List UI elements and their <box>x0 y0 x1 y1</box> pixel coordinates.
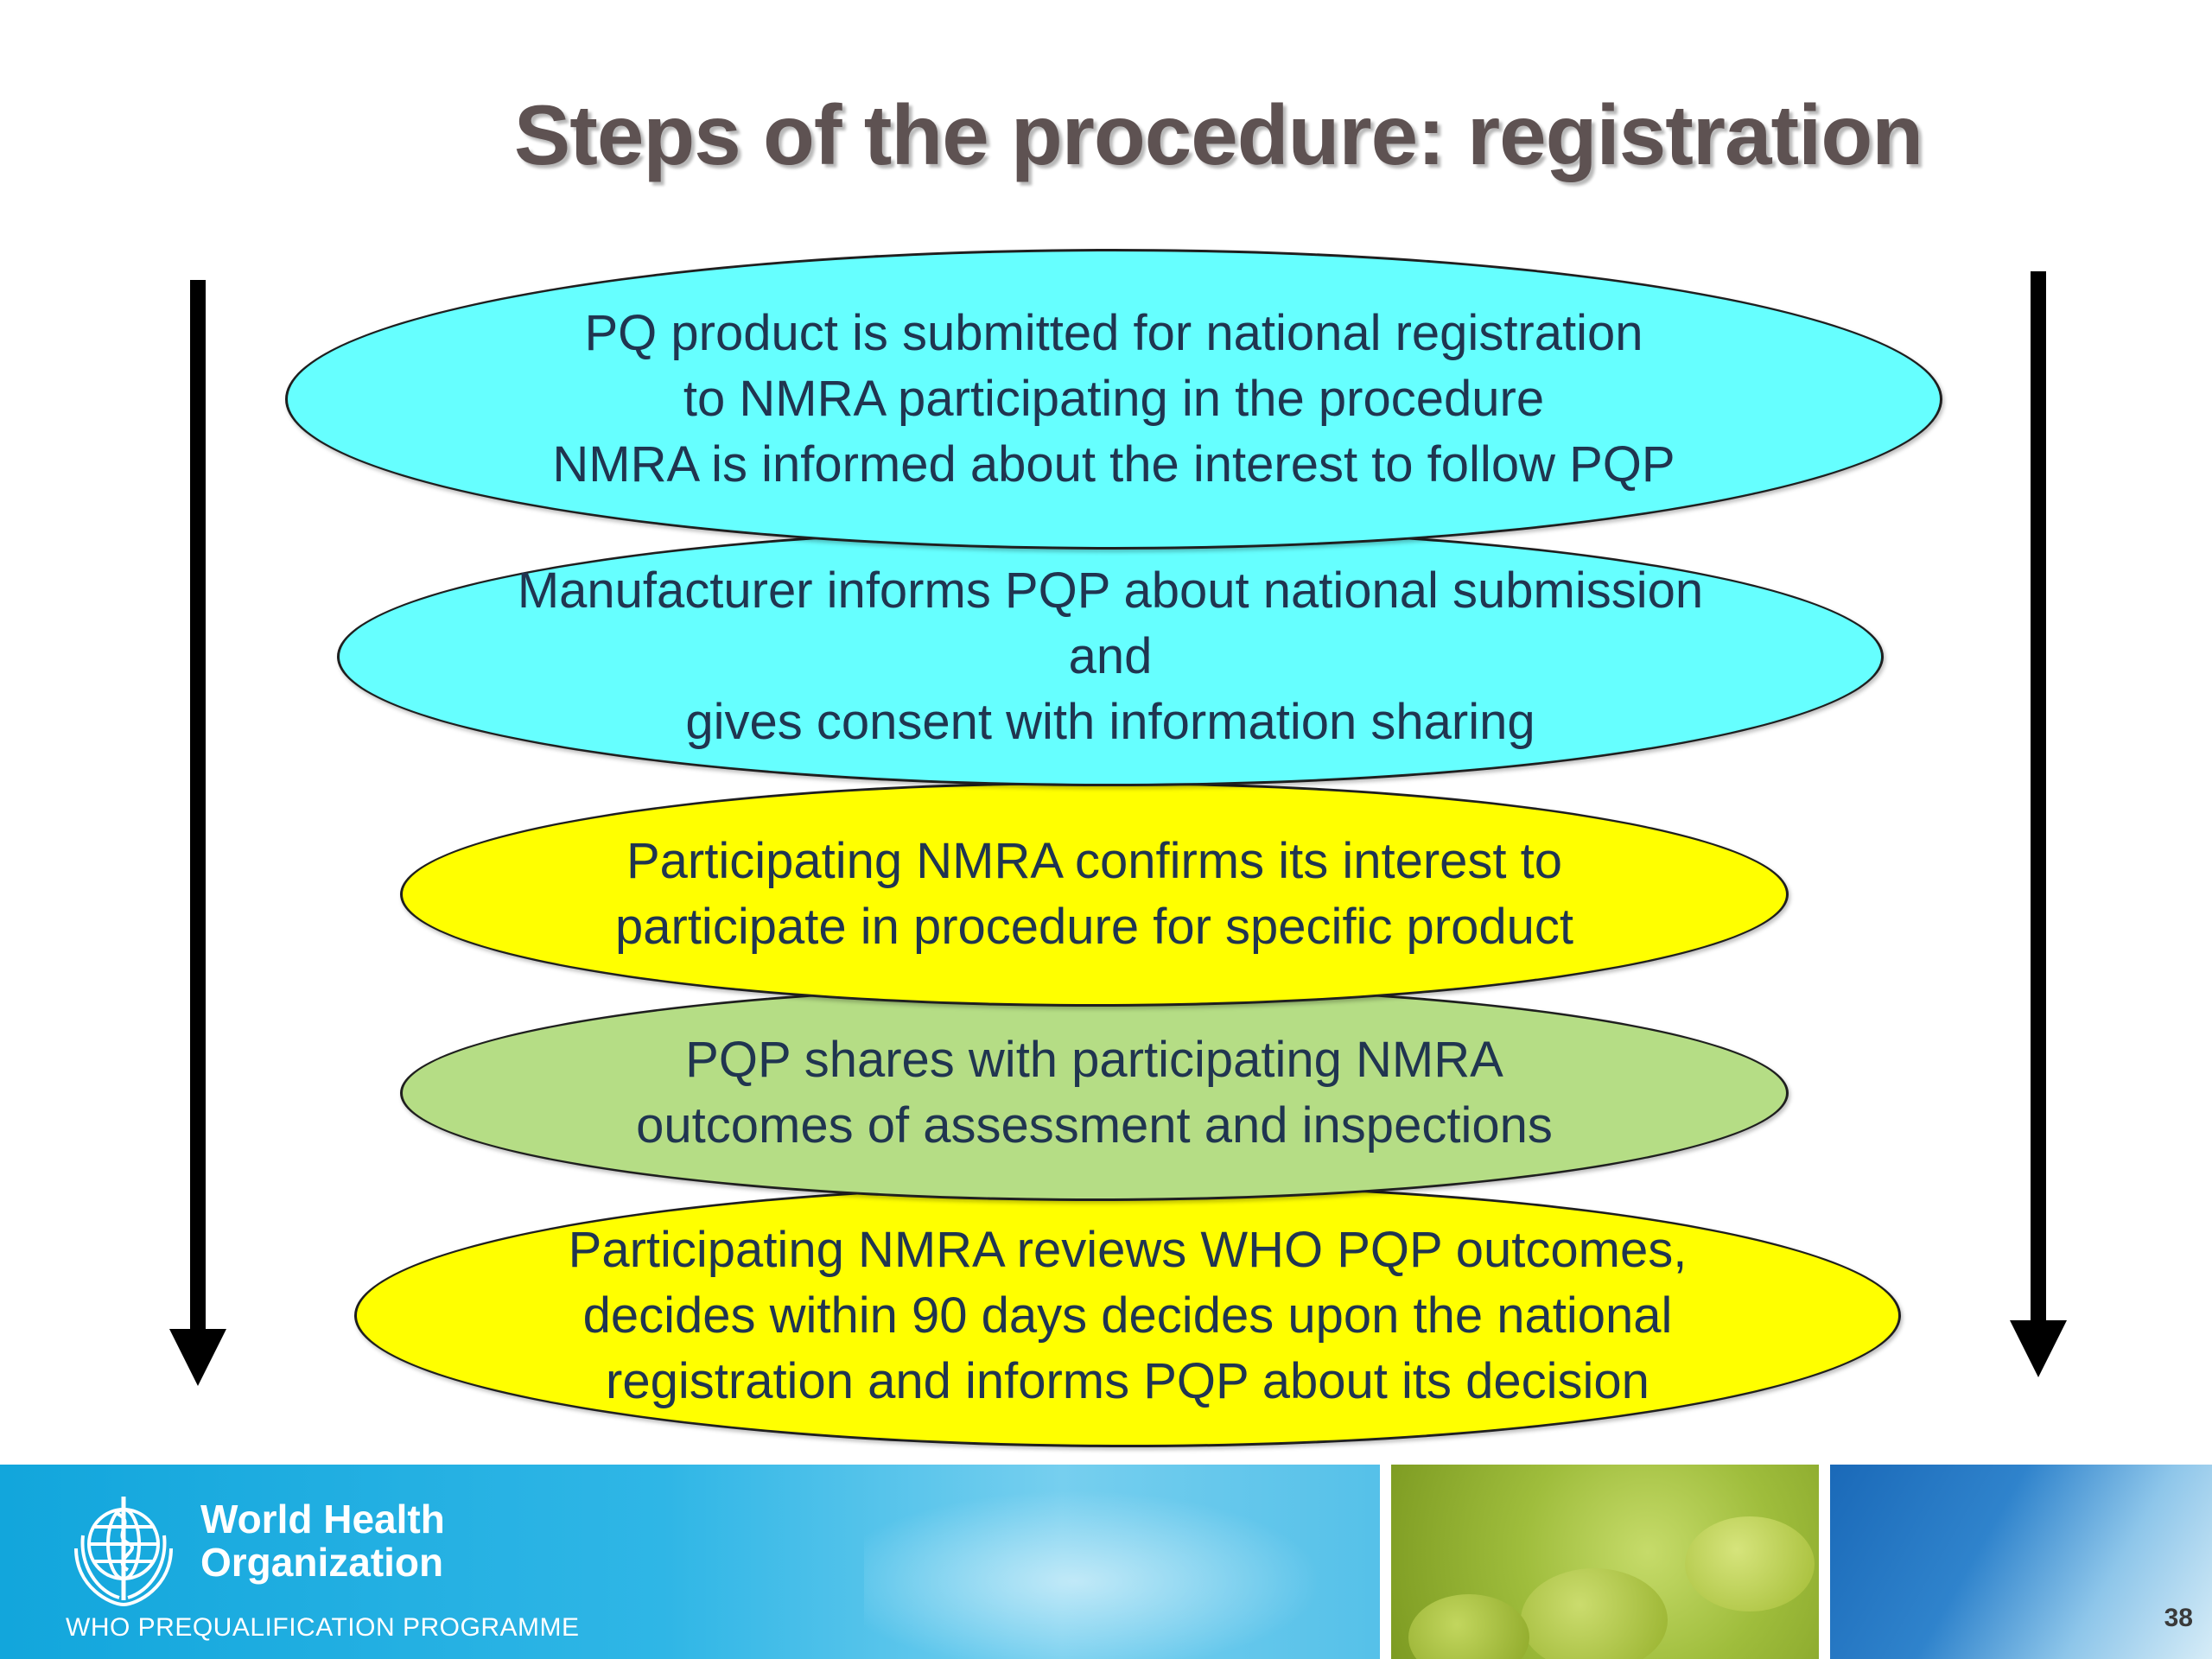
tablet-shape <box>1521 1568 1668 1659</box>
step-2-line-3: gives consent with information sharing <box>685 694 1535 750</box>
step-1-ellipse: PQ product is submitted for national reg… <box>285 249 1942 550</box>
programme-label: WHO PREQUALIFICATION PROGRAMME <box>66 1613 580 1642</box>
step-4-line-1: PQP shares with participating NMRA <box>685 1032 1503 1088</box>
page-number: 38 <box>2164 1604 2193 1632</box>
slide-title: Steps of the procedure: registration <box>513 87 1923 182</box>
tablet-shape <box>1408 1594 1529 1659</box>
tablets-photo <box>1391 1465 1819 1659</box>
step-3-ellipse: Participating NMRA confirms its interest… <box>400 782 1789 1007</box>
step-5-line-2: decides within 90 days decides upon the … <box>582 1287 1673 1344</box>
step-3-line-1: Participating NMRA confirms its interest… <box>626 833 1563 889</box>
step-5-line-1: Participating NMRA reviews WHO PQP outco… <box>568 1221 1688 1278</box>
who-org-name: World Health Organization <box>200 1497 445 1584</box>
step-5-line-3: registration and informs PQP about its d… <box>606 1352 1649 1409</box>
step-4-ellipse: PQP shares with participating NMRA outco… <box>400 985 1789 1201</box>
left-down-arrow-icon <box>169 280 226 1386</box>
step-1-line-3: NMRA is informed about the interest to f… <box>552 436 1675 493</box>
step-5-ellipse: Participating NMRA reviews WHO PQP outco… <box>354 1184 1901 1447</box>
who-emblem-icon <box>74 1497 173 1607</box>
footer-divider <box>1819 1465 1830 1659</box>
step-2-line-2: and <box>1068 628 1153 684</box>
footer-banner: World Health Organization WHO PREQUALIFI… <box>0 1465 2212 1659</box>
syringe-photo <box>864 1465 1391 1659</box>
step-3-line-2: participate in procedure for specific pr… <box>614 899 1574 955</box>
tablet-shape <box>1685 1516 1815 1611</box>
hand-photo <box>1830 1465 2212 1659</box>
who-org-name-line-1: World Health <box>200 1497 445 1541</box>
step-2-ellipse: Manufacturer informs PQP about national … <box>337 527 1884 786</box>
step-4-line-2: outcomes of assessment and inspections <box>636 1097 1553 1154</box>
step-1-line-2: to NMRA participating in the procedure <box>683 371 1545 427</box>
step-1-line-1: PQ product is submitted for national reg… <box>584 305 1643 361</box>
right-down-arrow-icon <box>2010 271 2067 1377</box>
who-org-name-line-2: Organization <box>200 1540 444 1585</box>
step-2-line-1: Manufacturer informs PQP about national … <box>517 563 1704 619</box>
footer-divider <box>1380 1465 1391 1659</box>
